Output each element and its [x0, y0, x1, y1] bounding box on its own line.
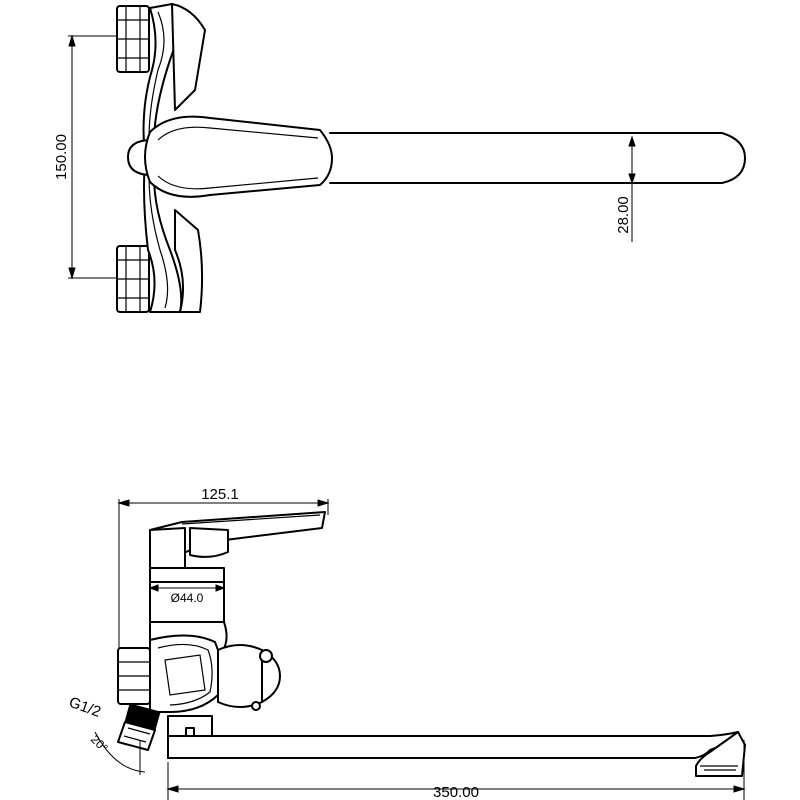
- handle-lever-top: [144, 115, 333, 198]
- eccentric-connector: G1/2 20°: [67, 694, 161, 775]
- thread-label: G1/2: [67, 694, 103, 721]
- side-hex-nut: [117, 647, 151, 705]
- lower-body-side: [149, 634, 222, 713]
- dimension-125-label: 125.1: [201, 486, 239, 503]
- dimension-350: 350.00: [166, 762, 746, 800]
- spout-side: [167, 715, 746, 800]
- handle-lever-side: [149, 511, 326, 569]
- diverter-knob: [217, 644, 281, 711]
- angle-label: 20°: [88, 732, 111, 755]
- dimension-28: 28.00: [615, 135, 636, 242]
- bottom-hex-nut: [116, 245, 150, 313]
- top-view: 150.00: [53, 3, 746, 313]
- dimension-350-label: 350.00: [433, 784, 479, 800]
- dimension-150: 150.00: [53, 34, 118, 280]
- spout-top: [329, 132, 746, 184]
- side-view: 125.1 Ø44.0: [67, 486, 746, 800]
- dimension-28-label: 28.00: [615, 196, 632, 234]
- dimension-44-label: Ø44.0: [171, 591, 204, 605]
- mixer-body-top: [142, 3, 206, 313]
- top-hex-nut: [116, 5, 150, 73]
- dimension-150-label: 150.00: [53, 134, 70, 180]
- dimension-125: 125.1: [117, 486, 330, 660]
